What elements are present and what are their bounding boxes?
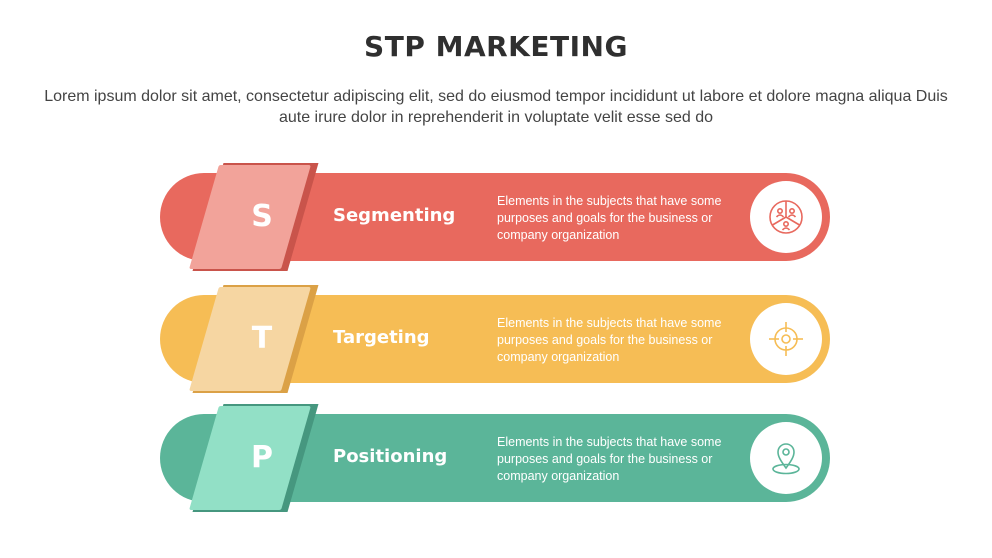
stp-letter: T — [251, 321, 273, 356]
stp-bar-positioning: P Positioning Elements in the subjects t… — [160, 404, 830, 512]
stp-bar-targeting: T Targeting Elements in the subjects tha… — [160, 285, 830, 393]
stp-bar-segmenting: S Segmenting Elements in the subjects th… — [160, 163, 830, 271]
page-subtitle: Lorem ipsum dolor sit amet, consectetur … — [44, 88, 948, 126]
icon-circle — [750, 422, 822, 494]
stp-description: Elements in the subjects that have some … — [497, 435, 722, 483]
stp-letter: P — [251, 440, 273, 475]
stp-letter: S — [251, 199, 273, 234]
stp-name: Targeting — [333, 327, 430, 348]
stp-description: Elements in the subjects that have some … — [497, 316, 722, 364]
location-pin-icon — [772, 443, 800, 475]
page-title: STP MARKETING — [364, 30, 628, 63]
stp-description: Elements in the subjects that have some … — [497, 194, 722, 242]
segmentation-icon — [769, 200, 803, 234]
stp-name: Segmenting — [333, 205, 456, 226]
stp-name: Positioning — [333, 446, 448, 467]
icon-circle — [750, 181, 822, 253]
target-icon — [769, 322, 803, 356]
icon-circle — [750, 303, 822, 375]
